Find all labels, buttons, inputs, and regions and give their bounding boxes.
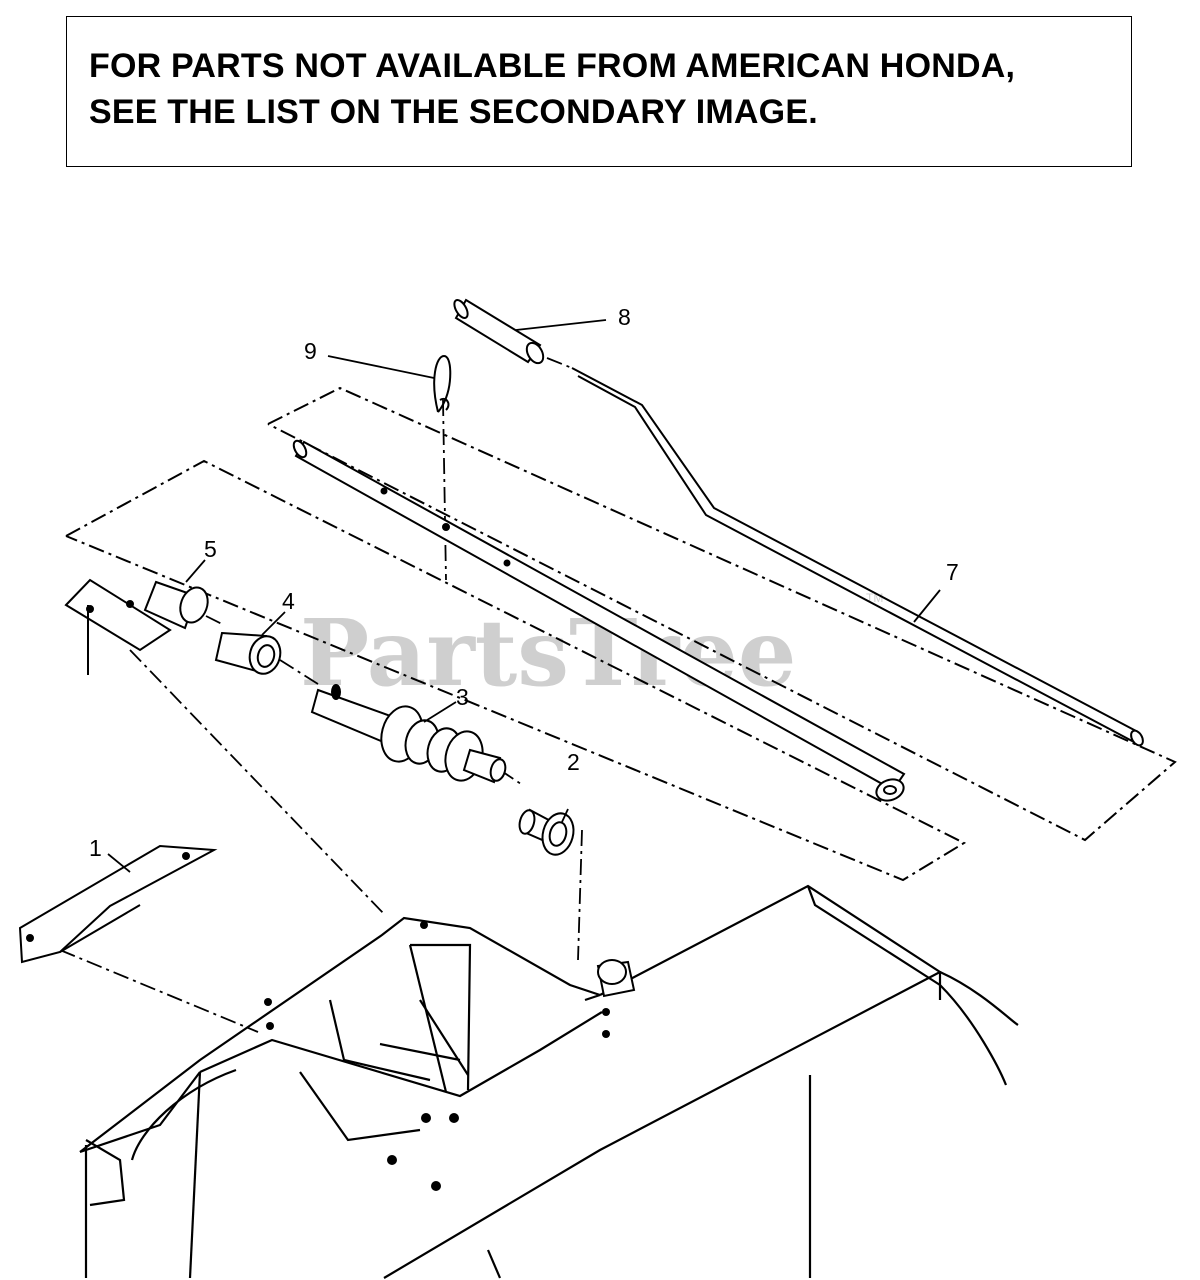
part-1-angle-bracket xyxy=(18,844,218,964)
alignment-lines xyxy=(59,357,583,1033)
callout-9: 9 xyxy=(304,338,317,364)
part-4-bushing xyxy=(214,631,282,675)
frame-holes xyxy=(264,921,610,1191)
callout-5: 5 xyxy=(204,536,217,562)
rod-plane-outline xyxy=(267,386,1177,842)
callout-8: 8 xyxy=(618,304,631,330)
callout-2: 2 xyxy=(567,749,580,775)
assembly-outlines xyxy=(65,386,1177,882)
spring-plane-outline xyxy=(65,459,967,882)
part-3-spring-assembly xyxy=(310,684,507,784)
long-shaft xyxy=(292,439,906,802)
leader-lines xyxy=(107,319,941,873)
notice-line-1: FOR PARTS NOT AVAILABLE FROM AMERICAN HO… xyxy=(89,47,1016,85)
part-9-hairpin-clip xyxy=(433,354,452,413)
part-2-collar xyxy=(518,808,575,856)
notice-box: FOR PARTS NOT AVAILABLE FROM AMERICAN HO… xyxy=(66,16,1132,167)
frame-pivot-collar xyxy=(596,959,636,998)
part-7-lever-rod xyxy=(571,367,1144,747)
callout-4: 4 xyxy=(282,588,295,614)
part-8-grip xyxy=(453,298,545,365)
callout-1: 1 xyxy=(89,835,102,861)
callout-3: 3 xyxy=(456,684,469,710)
notice-line-2: SEE THE LIST ON THE SECONDARY IMAGE. xyxy=(89,93,818,131)
part-5-bracket xyxy=(64,578,209,675)
frame-housing xyxy=(79,884,1019,1279)
callout-7: 7 xyxy=(946,559,959,585)
